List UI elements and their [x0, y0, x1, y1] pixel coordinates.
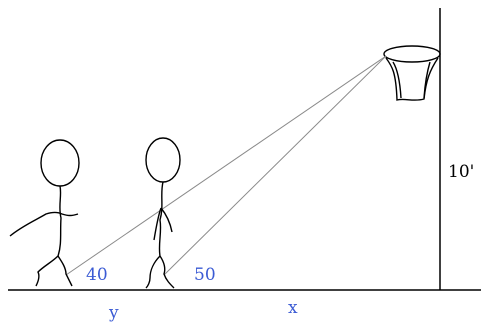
stick-figure-far-head [40, 139, 80, 187]
stick-figure-far-arms [9, 211, 79, 237]
stick-figure-near [145, 137, 181, 289]
sight-lines [65, 55, 387, 276]
label-near-angle: 50 [194, 265, 216, 285]
sightline-far [65, 55, 387, 276]
stick-figure-far [9, 139, 80, 287]
stick-figure-near-head [145, 137, 181, 183]
label-far-angle: 40 [86, 265, 108, 285]
stick-figure-near-arms [153, 207, 173, 241]
sightline-near [163, 55, 387, 276]
label-hoop-height: 10' [448, 162, 474, 182]
hoop-net-inner [392, 61, 431, 99]
hoop-net [385, 57, 439, 101]
stick-figure-far-body [57, 185, 62, 257]
label-distance-y: y [108, 303, 119, 323]
stick-figure-near-body [158, 181, 164, 257]
label-distance-x: x [288, 298, 298, 318]
stick-figure-near-legs [145, 255, 175, 289]
stick-figure-far-legs [35, 255, 73, 287]
basketball-hoop [383, 45, 441, 101]
hoop-rim [383, 45, 441, 63]
